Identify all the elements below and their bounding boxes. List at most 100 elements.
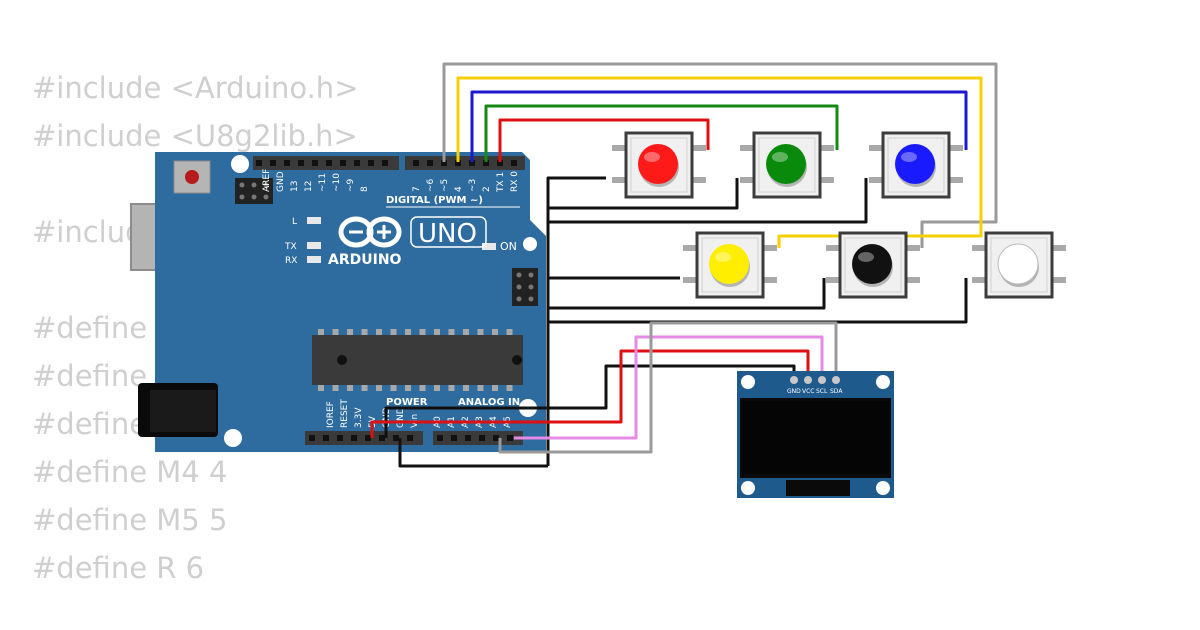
pin-label: TX 1 bbox=[496, 172, 506, 193]
pin-label: 2 bbox=[482, 186, 492, 192]
code-line: #define bbox=[32, 311, 148, 345]
pin-label: 8 bbox=[360, 186, 370, 192]
header-pin bbox=[511, 160, 517, 166]
header-pin bbox=[337, 435, 343, 441]
header-pin bbox=[465, 435, 471, 441]
pin-label: ~9 bbox=[346, 178, 356, 192]
header-pin bbox=[393, 435, 399, 441]
pin-label: RESET bbox=[340, 399, 350, 428]
pin-label: AREF bbox=[262, 169, 272, 192]
wire-red bbox=[498, 118, 710, 162]
button-red[interactable] bbox=[612, 131, 706, 199]
header-pin bbox=[469, 160, 475, 166]
code-line: #include <U8g2lib.h> bbox=[32, 119, 358, 153]
oled-pin-label: SCL bbox=[816, 388, 828, 395]
wire-black bbox=[548, 178, 739, 210]
pin-label: ~6 bbox=[426, 178, 436, 192]
icsp-header bbox=[235, 178, 273, 204]
pin-label: 12 bbox=[304, 181, 314, 192]
header-pin bbox=[326, 160, 332, 166]
pin-label: ~10 bbox=[332, 173, 342, 192]
wire-green bbox=[484, 104, 839, 162]
code-line: #define R 6 bbox=[32, 551, 205, 585]
oled-pin-label: VCC bbox=[802, 388, 814, 395]
push-buttons bbox=[612, 131, 1066, 299]
pin-label: GND bbox=[396, 407, 406, 428]
header-pin bbox=[382, 160, 388, 166]
pin-label: ~11 bbox=[318, 173, 328, 192]
wire-black bbox=[548, 278, 826, 310]
code-line: #define bbox=[32, 359, 148, 393]
wire-blue bbox=[470, 90, 968, 162]
rx-label: RX bbox=[285, 256, 297, 266]
wire-black bbox=[548, 178, 868, 224]
wire-oled-sda bbox=[498, 321, 838, 454]
header-pin bbox=[413, 160, 419, 166]
header-pin bbox=[365, 435, 371, 441]
header-pin bbox=[379, 435, 385, 441]
analog-label: ANALOG IN bbox=[458, 397, 520, 408]
tx-label: TX bbox=[284, 242, 297, 252]
button-cap bbox=[638, 144, 678, 184]
wires bbox=[370, 62, 998, 468]
pin-label: ~5 bbox=[440, 179, 450, 192]
oled-pin-label: SDA bbox=[830, 388, 843, 395]
header-pin bbox=[312, 160, 318, 166]
pin-label: GND bbox=[276, 171, 286, 192]
mounting-hole bbox=[231, 155, 249, 173]
button-black[interactable] bbox=[826, 231, 920, 299]
header-pin bbox=[256, 160, 262, 166]
code-background: #include <Arduino.h> #include <U8g2lib.h… bbox=[32, 64, 632, 592]
digital-label: DIGITAL (PWM ~) bbox=[386, 195, 483, 206]
on-label: ON bbox=[500, 240, 517, 253]
button-cap bbox=[709, 244, 749, 284]
code-line: #define bbox=[32, 407, 148, 441]
pin-label: IOREF bbox=[326, 401, 336, 428]
header-pin bbox=[407, 435, 413, 441]
button-white[interactable] bbox=[972, 231, 1066, 299]
rx-led bbox=[307, 256, 321, 263]
code-line: #define M5 5 bbox=[32, 503, 228, 537]
on-led bbox=[482, 243, 496, 250]
l-label: L bbox=[292, 217, 297, 227]
code-line: #include <Arduino.h> bbox=[32, 71, 359, 105]
arduino-logo bbox=[338, 216, 402, 248]
header-pin bbox=[455, 160, 461, 166]
header-pin bbox=[270, 160, 276, 166]
oled-display: GND VCC SCL SDA bbox=[737, 371, 894, 498]
button-cap bbox=[852, 244, 892, 284]
button-cap bbox=[895, 144, 935, 184]
oled-pin-label: GND bbox=[787, 388, 801, 395]
wire-oled-scl bbox=[514, 335, 824, 440]
header-pin bbox=[497, 160, 503, 166]
mounting-hole bbox=[224, 429, 242, 447]
header-pin bbox=[437, 435, 443, 441]
button-yellow[interactable] bbox=[683, 231, 777, 299]
pin-label: 13 bbox=[290, 181, 300, 192]
pin-label: 4 bbox=[454, 186, 464, 192]
header-pin bbox=[451, 435, 457, 441]
header-pin bbox=[284, 160, 290, 166]
button-blue[interactable] bbox=[869, 131, 963, 199]
header-pin bbox=[507, 435, 513, 441]
power-label: POWER bbox=[386, 397, 428, 408]
wire-yellow bbox=[456, 76, 983, 248]
header-pin bbox=[483, 160, 489, 166]
pin-label: 3.3V bbox=[354, 407, 364, 428]
header-pin bbox=[323, 435, 329, 441]
microcontroller-chip bbox=[312, 335, 523, 385]
pin-label: 7 bbox=[412, 186, 422, 192]
header-pin bbox=[493, 435, 499, 441]
wire-oled-gnd bbox=[384, 364, 796, 438]
l-led bbox=[307, 217, 321, 224]
button-cap bbox=[997, 243, 1039, 285]
header-pin bbox=[354, 160, 360, 166]
header-pin bbox=[368, 160, 374, 166]
header-pin bbox=[309, 435, 315, 441]
header-pin bbox=[351, 435, 357, 441]
button-green[interactable] bbox=[740, 131, 834, 199]
pin-label: ~3 bbox=[468, 179, 478, 192]
brand-label: ARDUINO bbox=[328, 252, 402, 268]
